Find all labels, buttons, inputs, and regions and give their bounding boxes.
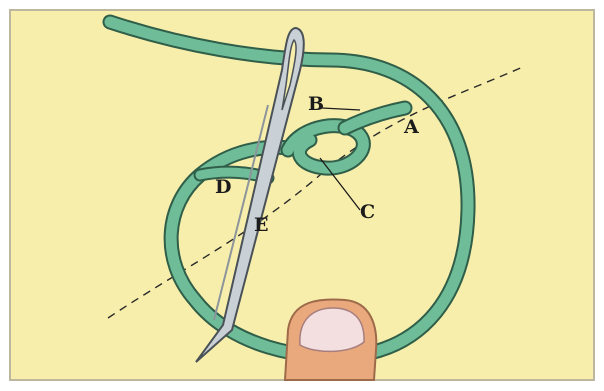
label-a: A [403, 116, 419, 138]
label-b: B [308, 93, 324, 115]
label-c: C [360, 201, 375, 223]
thumb-icon [285, 299, 376, 380]
label-d: D [215, 176, 231, 198]
label-e: E [254, 214, 268, 236]
